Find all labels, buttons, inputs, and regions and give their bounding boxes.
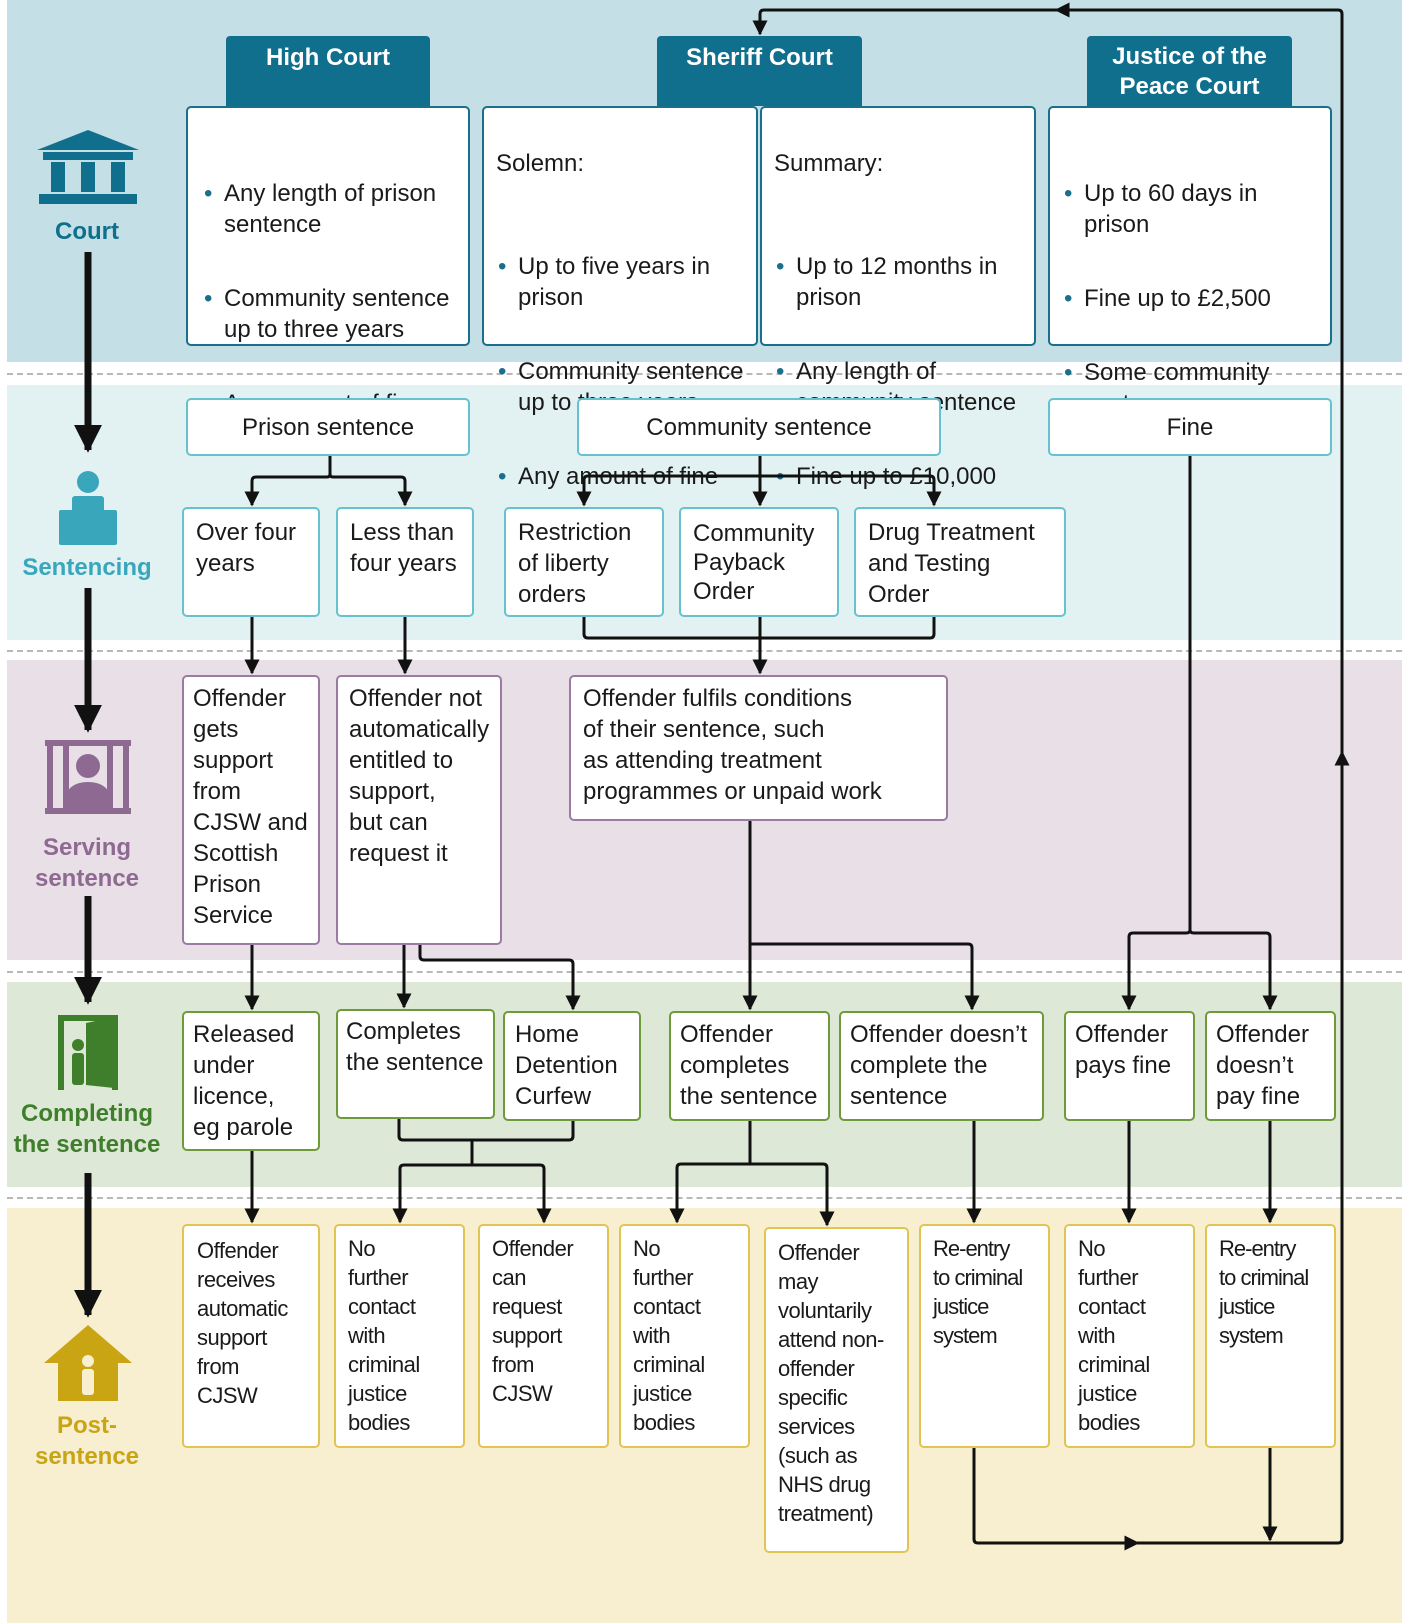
court-building-icon [37,130,139,204]
completes-sentence-box: Completes the sentence [336,1009,495,1119]
prison-sentence-box: Prison sentence [186,398,470,456]
summary-heading: Summary: [774,150,884,177]
voluntary-services-box: Offender may voluntarily attend non- off… [764,1227,909,1553]
offender-support-box: Offender gets support from CJSW and Scot… [182,675,320,945]
fulfils-conditions-box: Offender fulfils conditions of their sen… [569,675,948,821]
stage-label-post-sentence: Post- sentence [34,1412,140,1470]
over-four-years-box: Over four years [182,507,320,617]
released-licence-box: Released under licence, eg parole [182,1011,320,1151]
automatic-support-box: Offender receives automatic support from… [182,1224,320,1448]
reentry-box: Re-entry to criminal justice system [1205,1224,1336,1448]
less-four-years-box: Less than four years [336,507,474,617]
community-sentence-box: Community sentence [577,398,941,456]
stage-label-sentencing: Sentencing [22,554,152,581]
divider [7,971,1402,973]
no-further-contact-box: No further contact with criminal justice… [1064,1224,1195,1448]
prison-bars-icon [45,740,131,814]
jp-court-item: Up to 60 days in prison [1062,178,1320,240]
jp-court-box: Up to 60 days in prison Fine up to £2,50… [1048,106,1332,417]
divider [7,1197,1402,1199]
fine-box: Fine [1048,398,1332,456]
home-detention-box: Home Detention Curfew [503,1011,641,1121]
solemn-item: Up to five years in prison [496,251,748,313]
jp-court-item: Fine up to £2,500 [1062,283,1320,314]
no-further-contact-box: No further contact with criminal justice… [334,1224,465,1448]
drug-treatment-box: Drug Treatment and Testing Order [854,507,1066,617]
high-court-tab: High Court [226,36,430,106]
doesnt-pay-fine-box: Offender doesn’t pay fine [1205,1011,1336,1121]
solemn-heading: Solemn: [496,150,585,177]
stage-label-court: Court [55,218,119,245]
high-court-item: Community sentence up to three years [202,283,458,345]
jp-court-tab: Justice of the Peace Court [1087,36,1292,106]
high-court-box: Any length of prison sentence Community … [186,106,470,419]
door-exit-icon [58,1015,118,1090]
no-further-contact-box: No further contact with criminal justice… [619,1224,750,1448]
not-complete-box: Offender doesn’t complete the sentence [839,1011,1044,1121]
house-icon [44,1325,132,1401]
request-support-box: Offender can request support from CJSW [478,1224,609,1448]
divider [7,650,1402,652]
sheriff-court-tab: Sheriff Court [657,36,862,106]
high-court-item: Any length of prison sentence [202,178,458,240]
not-entitled-box: Offender not automatically entitled to s… [336,675,502,945]
person-icon [59,471,117,545]
offender-completes-box: Offender completes the sentence [669,1011,830,1121]
summary-item: Up to 12 months in prison [774,251,1026,313]
pays-fine-box: Offender pays fine [1064,1011,1195,1121]
reentry-box: Re-entry to criminal justice system [919,1224,1050,1448]
stage-label-completing: Completing the sentence [13,1100,161,1158]
stage-label-serving: Serving sentence [34,834,140,892]
restriction-of-liberty-box: Restriction of liberty orders [504,507,664,617]
community-payback-box: Community Payback Order [679,507,839,617]
